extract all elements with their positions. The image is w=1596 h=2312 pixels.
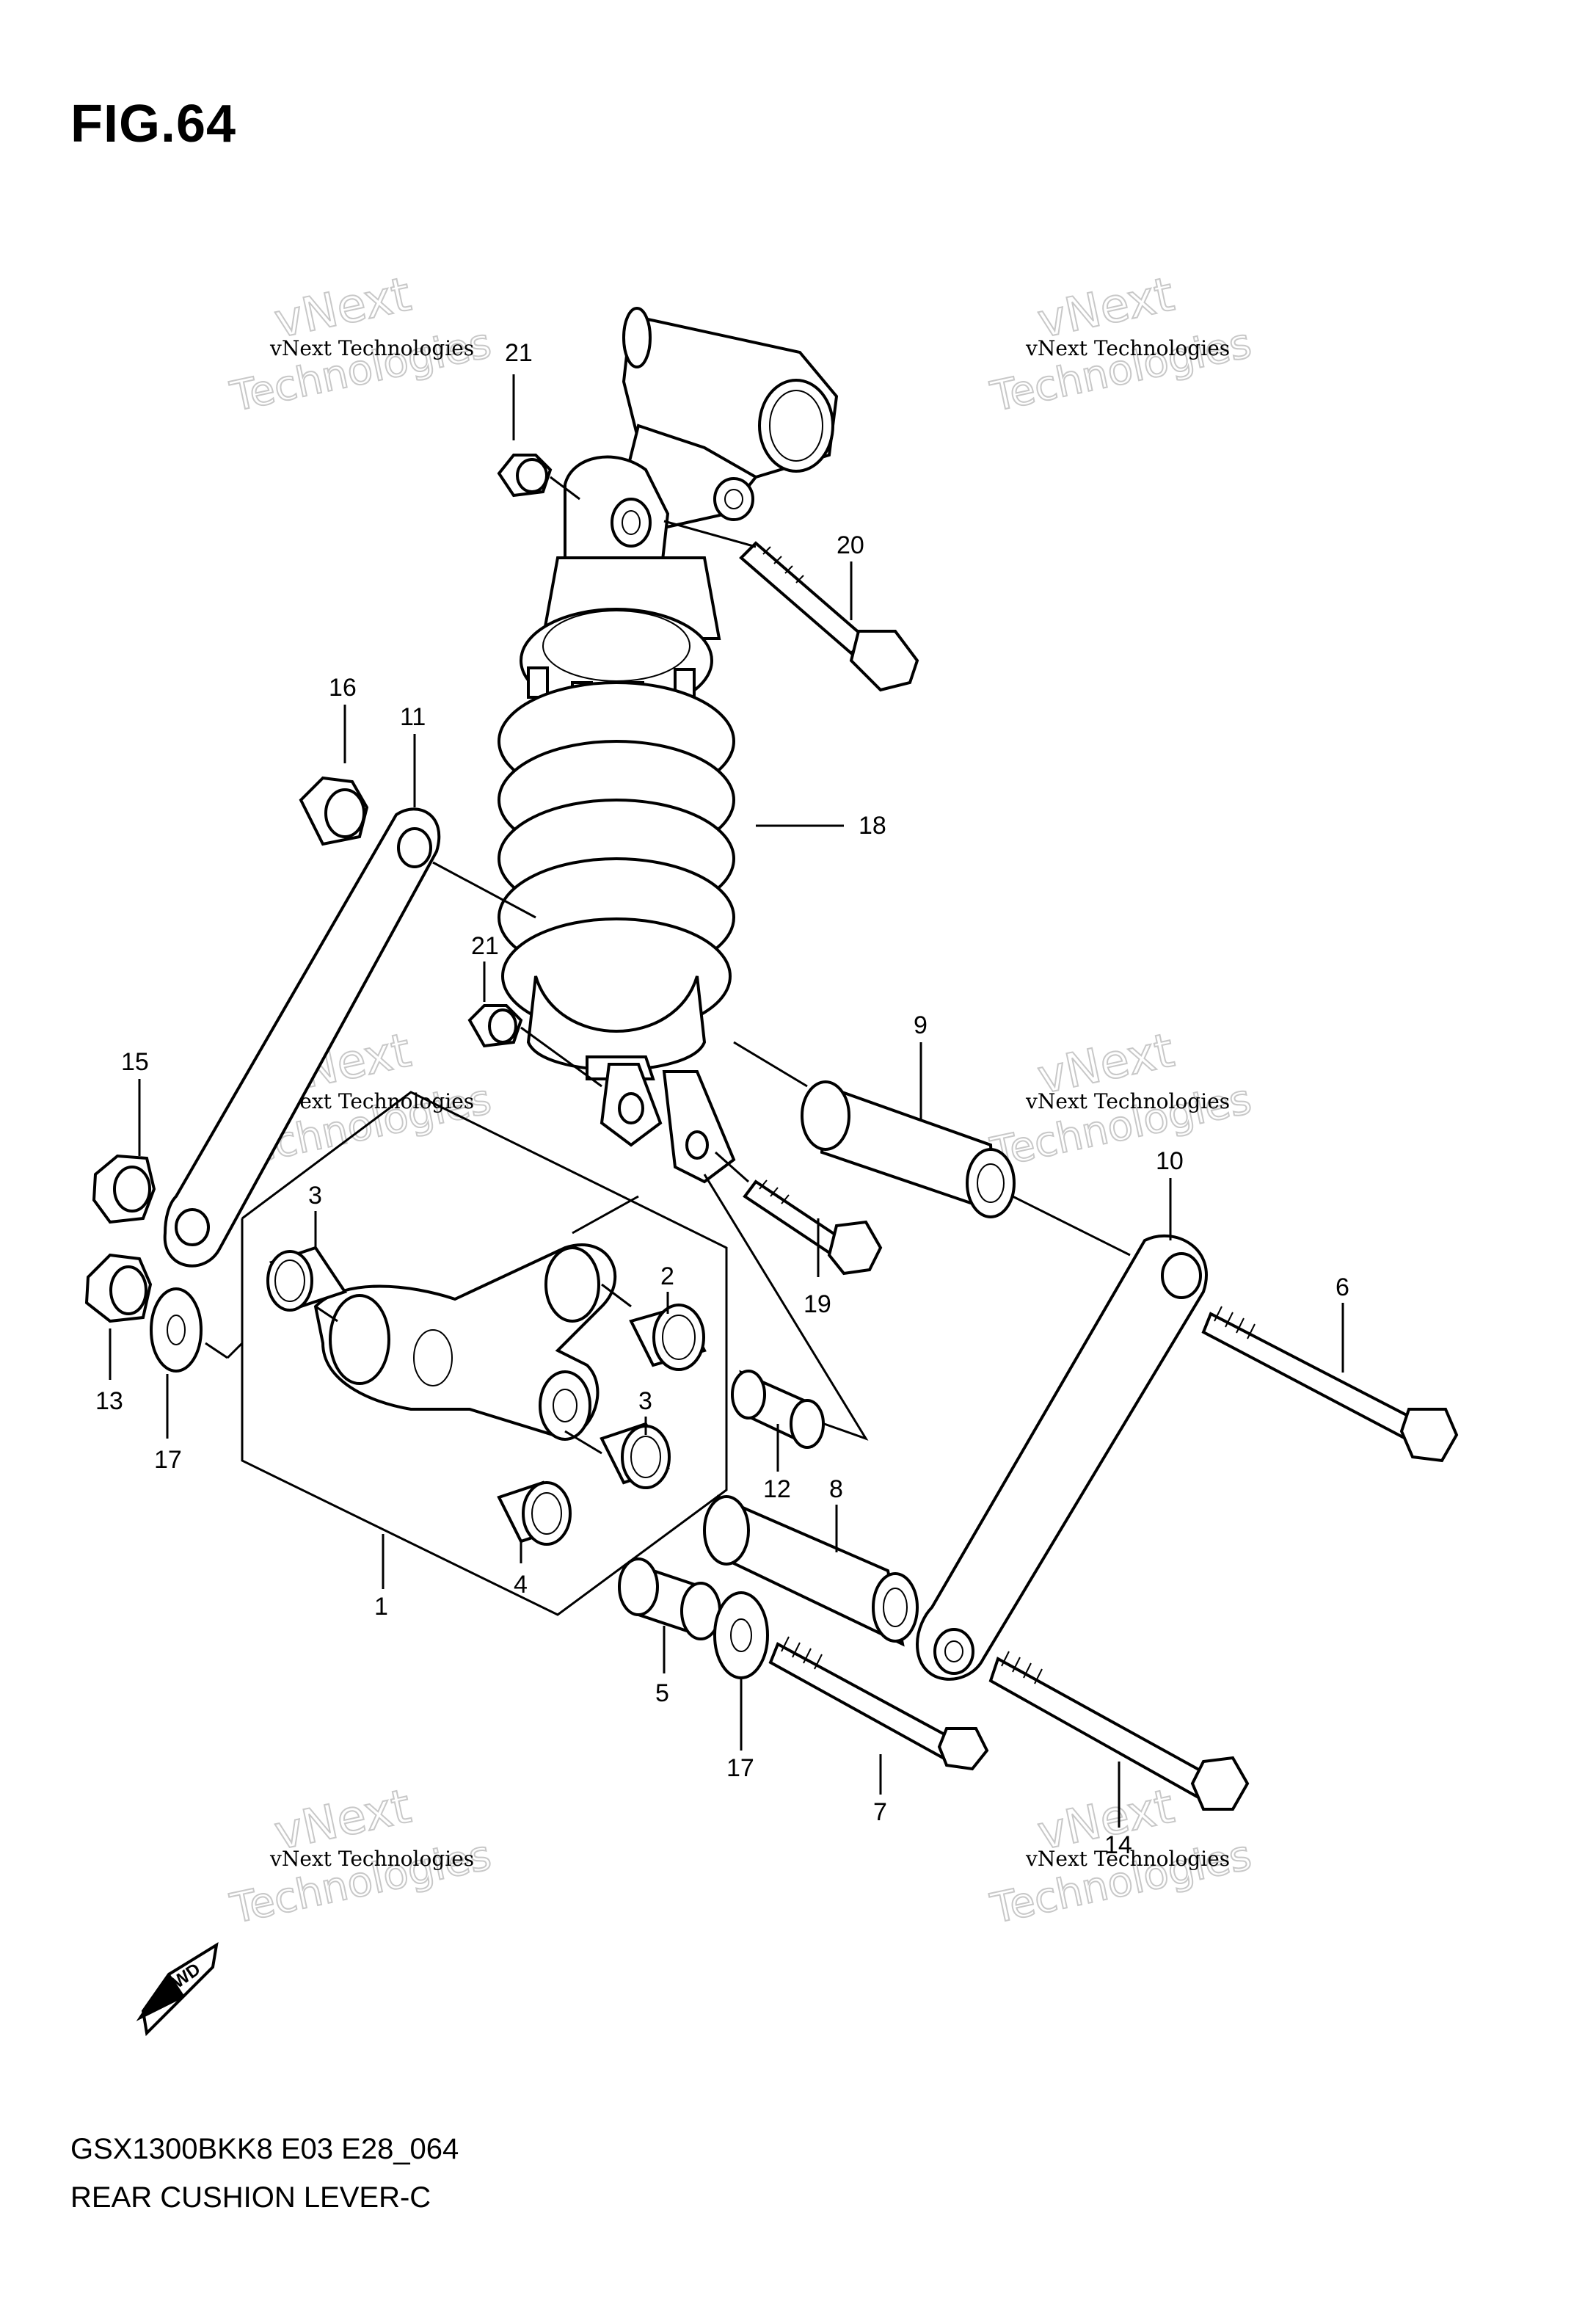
bolt-19 bbox=[739, 541, 919, 692]
callout-12: 14 bbox=[1104, 1831, 1132, 1859]
bearing-2 bbox=[629, 1304, 707, 1371]
callout-4: 4 bbox=[514, 1571, 528, 1599]
leader-line bbox=[715, 1151, 749, 1183]
washer-17-left bbox=[150, 1287, 203, 1373]
callout-20: 19 bbox=[804, 1290, 831, 1318]
watermark-text: vNext Technologies bbox=[1025, 336, 1230, 360]
leader-line bbox=[226, 1342, 244, 1359]
watermark-top-left: vNext Technologies vNext Technologies bbox=[225, 266, 495, 422]
callout-14: 13 bbox=[95, 1387, 123, 1415]
callout-19: 20 bbox=[837, 531, 864, 559]
washer-17-bottom bbox=[713, 1591, 769, 1679]
watermark-top-right: vNext Technologies vNext Technologies bbox=[985, 266, 1256, 422]
collar-9 bbox=[801, 1080, 1016, 1218]
callout-10: 10 bbox=[1156, 1147, 1184, 1175]
watermark-middle-right: vNext Technologies vNext Technologies bbox=[985, 1022, 1256, 1178]
cushion-lever bbox=[313, 1243, 617, 1441]
leader-line bbox=[315, 1305, 338, 1323]
lever-assembly-box bbox=[241, 1091, 728, 1616]
bolt-20 bbox=[743, 1179, 883, 1276]
cushion-rod-11 bbox=[163, 807, 441, 1268]
callout-3: 3 bbox=[308, 1182, 322, 1210]
nut-14 bbox=[84, 1253, 153, 1323]
callout-16: 16 bbox=[329, 674, 357, 702]
callout-17: 17 bbox=[726, 1754, 754, 1782]
watermark-text: vNext Technologies bbox=[269, 336, 474, 360]
bolt-12 bbox=[988, 1651, 1250, 1811]
bearing-3-right bbox=[600, 1422, 671, 1489]
callout-9: 9 bbox=[914, 1011, 928, 1039]
callout-11: 11 bbox=[400, 703, 426, 731]
rear-shock-absorber bbox=[498, 307, 839, 1184]
figure-name: REAR CUSHION LEVER-C bbox=[70, 2181, 431, 2214]
callout-6: 6 bbox=[1336, 1273, 1349, 1301]
callout-5: 5 bbox=[655, 1679, 669, 1707]
leader-line bbox=[550, 476, 580, 501]
bearing-3-top bbox=[266, 1246, 348, 1312]
figure-title: FIG.64 bbox=[70, 95, 237, 153]
callout-8: 8 bbox=[829, 1475, 843, 1503]
callout-2: 2 bbox=[660, 1262, 674, 1290]
callout-21: 21 bbox=[471, 932, 499, 960]
collar-8 bbox=[703, 1494, 919, 1647]
model-code: GSX1300BKK8 E03 E28_064 bbox=[70, 2133, 459, 2165]
leader-line bbox=[733, 1041, 808, 1088]
watermark-text: vNext Technologies bbox=[1025, 1089, 1230, 1113]
leader-line bbox=[432, 861, 536, 919]
leader-line bbox=[205, 1342, 228, 1359]
callout-7: 7 bbox=[873, 1798, 887, 1826]
callout-21: 21 bbox=[505, 339, 533, 367]
callout-13: 12 bbox=[763, 1475, 791, 1503]
leader-line bbox=[663, 520, 757, 548]
callout-1: 1 bbox=[374, 1593, 388, 1621]
leader-line bbox=[601, 1283, 632, 1308]
cushion-rod-10 bbox=[915, 1234, 1208, 1681]
watermark-big-line: Technologies bbox=[226, 319, 495, 421]
fwd-arrow-icon: FWD bbox=[136, 1941, 219, 2037]
watermark-text: vNext Technologies bbox=[1025, 1847, 1230, 1871]
callout-17: 17 bbox=[154, 1446, 182, 1474]
nut-21-top bbox=[497, 454, 553, 498]
collar-5 bbox=[618, 1557, 721, 1640]
callout-leaders bbox=[109, 374, 1344, 1828]
leader-line bbox=[572, 1195, 639, 1235]
callout-15: 15 bbox=[121, 1048, 149, 1076]
watermark-bottom-left: vNext Technologies vNext Technologies bbox=[225, 1778, 495, 1934]
callout-labels: 21 20 16 11 18 21 9 15 10 3 19 2 6 13 17… bbox=[95, 339, 1349, 1859]
nut-16 bbox=[299, 776, 369, 846]
leader-line bbox=[520, 1026, 602, 1088]
leader-line bbox=[564, 1430, 602, 1455]
bolt-7 bbox=[768, 1636, 989, 1771]
bolt-6 bbox=[1201, 1306, 1459, 1463]
nut-15 bbox=[92, 1154, 156, 1224]
collar-13 bbox=[731, 1370, 825, 1449]
watermark-text: vNext Technologies bbox=[269, 1847, 474, 1871]
watermark-big-line: Technologies bbox=[986, 319, 1255, 421]
leader-line bbox=[1012, 1195, 1131, 1257]
callout-18: 18 bbox=[859, 812, 886, 840]
callout-3: 3 bbox=[638, 1387, 652, 1415]
bearing-4 bbox=[497, 1480, 572, 1546]
nut-21-middle bbox=[467, 1004, 523, 1048]
